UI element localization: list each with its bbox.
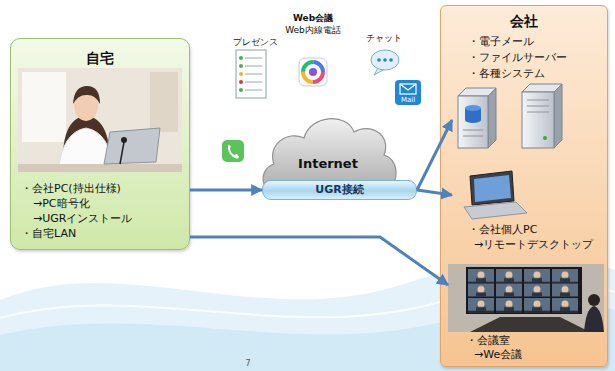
- icon-label: チャット: [366, 32, 402, 44]
- box-text: →We会議: [474, 348, 522, 362]
- box-text: ・各種システム: [468, 66, 545, 82]
- box-text: ・自宅LAN: [21, 226, 76, 241]
- icon-label: Mail: [401, 95, 415, 105]
- label-slot: 7: [238, 358, 258, 369]
- mail-icon: [395, 80, 421, 105]
- box-text: ・電子メール: [468, 34, 534, 50]
- phone-icon: [222, 140, 244, 162]
- home-photo: [18, 68, 182, 172]
- label-slot: Web内線電話: [276, 24, 350, 36]
- label-slot: プレゼンス: [226, 36, 284, 48]
- box-text: ・会社個人PC: [468, 222, 537, 237]
- box-text: →UGRインストール: [33, 211, 132, 226]
- box-text: UGR接続: [315, 181, 363, 199]
- web-meeting-icon: [299, 58, 327, 86]
- presence-icon: [236, 50, 266, 98]
- connector-arrow: [190, 237, 448, 285]
- page-number: 7: [245, 358, 250, 369]
- box-text: Internet: [298, 156, 358, 172]
- icon-label: プレゼンス: [233, 36, 278, 48]
- box-heading: 会社: [510, 12, 538, 30]
- icon-label: Web内線電話: [285, 24, 341, 36]
- meeting-room-photo: [448, 264, 604, 332]
- box-text: ・会社PC(持出仕様): [21, 181, 121, 196]
- box-text: →PC暗号化: [33, 196, 90, 211]
- box-text: ・ファイルサーバー: [468, 50, 567, 66]
- box-heading: 自宅: [86, 49, 114, 67]
- label-slot: Web会議: [283, 12, 343, 24]
- connector-arrow: [190, 189, 262, 192]
- icon-label: Web会議: [293, 12, 333, 24]
- vpn-pipe: UGR接続: [262, 180, 417, 200]
- box-text: →リモートデスクトップ: [474, 237, 593, 252]
- chat-icon: [371, 50, 399, 75]
- box-text: ・会議室: [466, 334, 510, 348]
- label-slot: チャット: [358, 32, 410, 44]
